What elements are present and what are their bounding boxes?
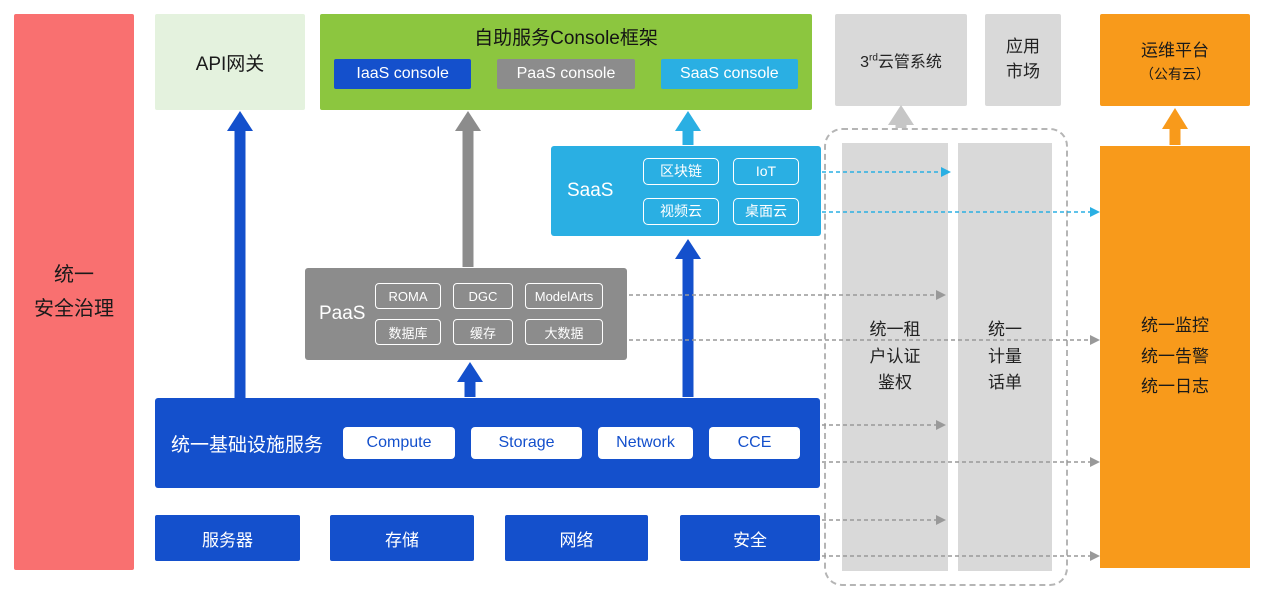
- paas-console-box: PaaS console: [497, 59, 635, 89]
- app-market-box: 应用 市场: [985, 14, 1061, 106]
- resource-box-security: 安全: [680, 515, 820, 561]
- arrow-monitoring-to-om-platform: [1162, 108, 1188, 145]
- paas-item-database: 数据库: [375, 319, 441, 345]
- security-governance-bar: 统一 安全治理: [14, 14, 134, 570]
- infra-item-cce: CCE: [709, 427, 801, 459]
- iaas-console-box: IaaS console: [334, 59, 472, 89]
- monitoring-box: 统一监控 统一告警 统一日志: [1100, 146, 1250, 568]
- saas-layer-box: SaaS 区块链 IoT 视频云 桌面云: [551, 146, 821, 236]
- shared-services-frame: [824, 128, 1068, 586]
- infra-item-storage: Storage: [471, 427, 583, 459]
- paas-item-cache: 缓存: [453, 319, 513, 345]
- infra-item-network: Network: [598, 427, 694, 459]
- tenant-auth-box: 统一租 户认证 鉴权: [842, 143, 948, 571]
- paas-items-grid: ROMA DGC ModelArts 数据库 缓存 大数据: [375, 283, 603, 345]
- api-gateway-box: API网关: [155, 14, 305, 110]
- third-party-cloud-mgmt-box: 3rd云管系统: [835, 14, 967, 106]
- arrow-infra-to-api-gateway: [227, 111, 253, 398]
- saas-label: SaaS: [567, 180, 614, 201]
- om-platform-box: 运维平台 （公有云）: [1100, 14, 1250, 106]
- console-items-row: IaaS console PaaS console SaaS console: [320, 59, 812, 89]
- infra-item-compute: Compute: [343, 427, 456, 459]
- console-framework-box: 自助服务Console框架 IaaS console PaaS console …: [320, 14, 812, 110]
- arrow-infra-to-paas: [457, 362, 483, 397]
- paas-layer-box: PaaS ROMA DGC ModelArts 数据库 缓存 大数据: [305, 268, 627, 360]
- saas-item-iot: IoT: [733, 157, 799, 185]
- console-framework-title: 自助服务Console框架: [474, 28, 658, 49]
- third-party-label: 3rd云管系统: [860, 52, 942, 71]
- paas-item-modelarts: ModelArts: [525, 283, 603, 309]
- resource-box-storage: 存储: [330, 515, 474, 561]
- paas-item-roma: ROMA: [375, 283, 441, 309]
- arrow-saas-to-console: [675, 111, 701, 145]
- saas-console-box: SaaS console: [660, 59, 798, 89]
- saas-item-desktop-cloud: 桌面云: [733, 197, 799, 225]
- resource-box-network: 网络: [505, 515, 648, 561]
- metering-box: 统一 计量 话单: [958, 143, 1052, 571]
- paas-item-dgc: DGC: [453, 283, 513, 309]
- resource-box-server: 服务器: [155, 515, 300, 561]
- arrow-paas-to-console: [455, 111, 481, 267]
- saas-item-video-cloud: 视频云: [643, 197, 719, 225]
- saas-item-blockchain: 区块链: [643, 157, 719, 185]
- infrastructure-layer-box: 统一基础设施服务 Compute Storage Network CCE: [155, 398, 820, 488]
- infrastructure-label: 统一基础设施服务: [171, 434, 324, 456]
- om-platform-title: 运维平台: [1141, 41, 1209, 60]
- infrastructure-items-row: Compute Storage Network CCE: [343, 427, 801, 459]
- paas-label: PaaS: [319, 303, 366, 324]
- om-platform-subtitle: （公有云）: [1140, 66, 1210, 82]
- arrow-infra-to-saas: [675, 239, 701, 397]
- saas-items-grid: 区块链 IoT 视频云 桌面云: [643, 157, 799, 225]
- arrow-shared-to-third-party: [888, 105, 914, 128]
- paas-item-bigdata: 大数据: [525, 319, 603, 345]
